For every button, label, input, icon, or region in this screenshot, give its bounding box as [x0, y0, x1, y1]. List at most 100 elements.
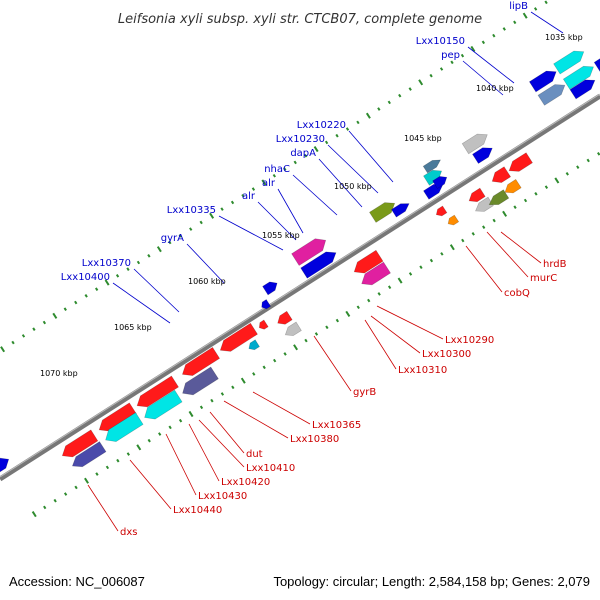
outer-tick: [104, 279, 110, 286]
gene-arrow: [261, 299, 272, 310]
outer-tick: [147, 254, 151, 258]
inner-tick: [188, 410, 194, 418]
outer-tick: [136, 260, 141, 265]
outer-tick: [335, 133, 339, 138]
reverse-gene-label: dut: [246, 449, 263, 460]
outer-tick: [241, 193, 245, 198]
inner-tick: [325, 325, 329, 330]
inner-tick: [53, 498, 57, 503]
outer-tick: [178, 234, 182, 238]
gene-arrow: [353, 249, 384, 274]
inner-tick: [43, 505, 47, 510]
inner-tick: [367, 298, 371, 303]
gene-arrow: [435, 205, 448, 217]
gene-arrow: [284, 321, 302, 336]
gene-arrow: [422, 159, 442, 174]
outer-tick: [304, 153, 308, 158]
outer-tick: [313, 146, 319, 153]
outer-tick: [356, 120, 360, 125]
forward-gene-label: Lxx10230: [276, 134, 325, 145]
outer-tick: [481, 40, 486, 45]
outer-tick: [74, 300, 78, 305]
reverse-leader-line: [198, 419, 245, 468]
inner-tick: [63, 492, 68, 496]
forward-gene-label: Lxx10150: [416, 36, 465, 47]
genome-backbone: [0, 93, 600, 482]
gene-arrow: [105, 412, 144, 442]
outer-tick: [209, 212, 215, 219]
inner-tick: [565, 172, 569, 176]
forward-gene-label: Lxx10400: [61, 272, 110, 283]
inner-tick: [335, 318, 340, 323]
reverse-gene-label: hrdB: [543, 259, 567, 270]
gene-arrow: [432, 176, 448, 189]
outer-tick: [168, 240, 172, 245]
kbp-label: 1045 kbp: [404, 134, 442, 143]
reverse-leader-line: [87, 484, 119, 532]
gene-arrow: [593, 58, 600, 72]
outer-tick: [470, 45, 476, 53]
outer-tick: [0, 346, 6, 353]
inner-tick: [168, 425, 172, 430]
inner-tick: [471, 232, 475, 236]
inner-tick: [273, 358, 277, 363]
kbp-label: 1060 kbp: [188, 277, 226, 286]
reverse-gene-label: Lxx10380: [290, 434, 339, 445]
reverse-gene-label: Lxx10310: [398, 365, 447, 376]
inner-tick: [158, 432, 162, 436]
gene-arrow: [369, 202, 396, 223]
outer-tick: [398, 93, 402, 98]
tick-marks: [0, 0, 600, 518]
forward-leader-line: [133, 268, 180, 313]
inner-tick: [482, 225, 486, 229]
gene-arrow: [491, 166, 512, 183]
inner-tick: [429, 258, 434, 263]
outer-tick: [251, 187, 256, 191]
gene-arrow: [300, 251, 337, 279]
reverse-gene-label: Lxx10410: [246, 463, 295, 474]
reverse-leader-line: [129, 459, 172, 510]
forward-leader-line: [462, 60, 504, 96]
gene-arrow: [488, 189, 510, 206]
reverse-gene-label: murC: [530, 273, 557, 284]
gene-labels: lipBLxx10150pepLxx10220Lxx10230dapAnhaCa…: [61, 1, 567, 538]
map-title: Leifsonia xyli subsp. xyli str. CTCB07, …: [118, 12, 482, 27]
outer-tick: [189, 227, 193, 231]
reverse-leader-line: [486, 231, 529, 278]
gene-arrow: [461, 133, 488, 155]
gene-arrow: [504, 178, 522, 194]
gene-arrow: [562, 65, 594, 90]
gene-arrow: [528, 70, 557, 93]
inner-tick: [31, 511, 37, 518]
forward-gene-label: pep: [441, 50, 460, 61]
outer-tick: [492, 33, 496, 38]
gene-arrow: [553, 50, 585, 75]
gene-features: [0, 50, 600, 473]
outer-tick: [408, 87, 412, 91]
forward-leader-line: [530, 11, 564, 34]
inner-tick: [586, 158, 590, 163]
outer-tick: [418, 79, 424, 86]
kbp-label: 1065 kbp: [114, 323, 152, 332]
forward-leader-line: [112, 282, 171, 324]
outer-tick: [429, 73, 433, 78]
outer-tick: [450, 60, 454, 65]
inner-tick: [534, 192, 538, 196]
outer-tick: [261, 179, 267, 186]
inner-tick: [492, 218, 496, 223]
inner-tick: [74, 485, 78, 490]
reverse-gene-label: Lxx10420: [221, 477, 270, 488]
reverse-leader-line: [370, 315, 421, 354]
outer-tick: [513, 20, 517, 25]
inner-tick: [440, 252, 444, 256]
outer-tick: [345, 127, 350, 131]
inner-tick: [356, 305, 360, 310]
inner-tick: [544, 185, 549, 189]
inner-tick: [554, 177, 560, 184]
outer-tick: [156, 246, 162, 253]
inner-tick: [523, 198, 528, 203]
forward-leader-line: [186, 243, 225, 284]
